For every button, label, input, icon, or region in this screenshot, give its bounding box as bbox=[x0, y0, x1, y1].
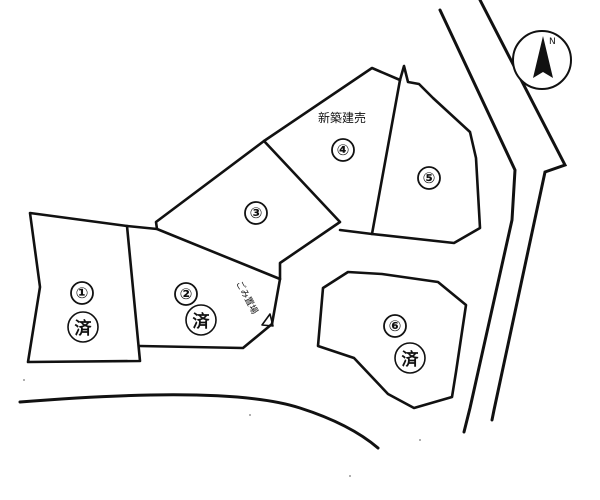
road-east-edge-right bbox=[478, 0, 568, 422]
lot-5-label: ⑤ bbox=[417, 166, 441, 190]
compass: N bbox=[512, 30, 572, 90]
road-south-edge bbox=[18, 393, 380, 450]
lot-1-status: 済 bbox=[75, 318, 93, 339]
lot-6-sold-badge bbox=[394, 342, 426, 374]
lot-6-label: ⑥ 済 bbox=[383, 314, 426, 374]
road-east-edge-left bbox=[438, 8, 517, 434]
lot-2-status: 済 bbox=[193, 311, 211, 332]
speck bbox=[249, 414, 251, 416]
lot-3-label: ③ bbox=[244, 201, 268, 225]
north-label: N bbox=[549, 37, 556, 47]
garbage-station-mark bbox=[261, 313, 274, 327]
north-arrow-icon bbox=[533, 36, 553, 78]
speck bbox=[349, 475, 351, 477]
lot-5-outline bbox=[370, 64, 482, 245]
lot-3-4-boundary bbox=[262, 66, 402, 143]
lot-6-outline bbox=[316, 270, 468, 410]
lot-5-number: ⑤ bbox=[423, 169, 436, 187]
lot-6-status: 済 bbox=[402, 349, 420, 370]
lot-4-label: 新築建売 ④ bbox=[318, 110, 366, 162]
lot-2-number: ② bbox=[180, 285, 193, 303]
lot-2-outline bbox=[125, 224, 282, 350]
lot-1-sold-badge bbox=[67, 311, 99, 343]
lot-4-5-boundary bbox=[338, 78, 402, 236]
lot-1-label: ① 済 bbox=[67, 281, 99, 343]
speck bbox=[419, 439, 421, 441]
garbage-station-label: ごみ置場 bbox=[233, 279, 261, 316]
lot-4-number: ④ bbox=[337, 141, 350, 159]
speck bbox=[23, 379, 25, 381]
lot-2-label: ② 済 bbox=[174, 282, 217, 336]
lot-1-outline bbox=[26, 211, 142, 364]
lot-6-number: ⑥ bbox=[389, 317, 402, 335]
lot-4-note: 新築建売 bbox=[318, 110, 366, 125]
lot-1-number: ① bbox=[76, 284, 89, 302]
lot-3-outline bbox=[154, 139, 342, 281]
lot-2-sold-badge bbox=[185, 304, 217, 336]
lot-3-number: ③ bbox=[250, 204, 263, 222]
